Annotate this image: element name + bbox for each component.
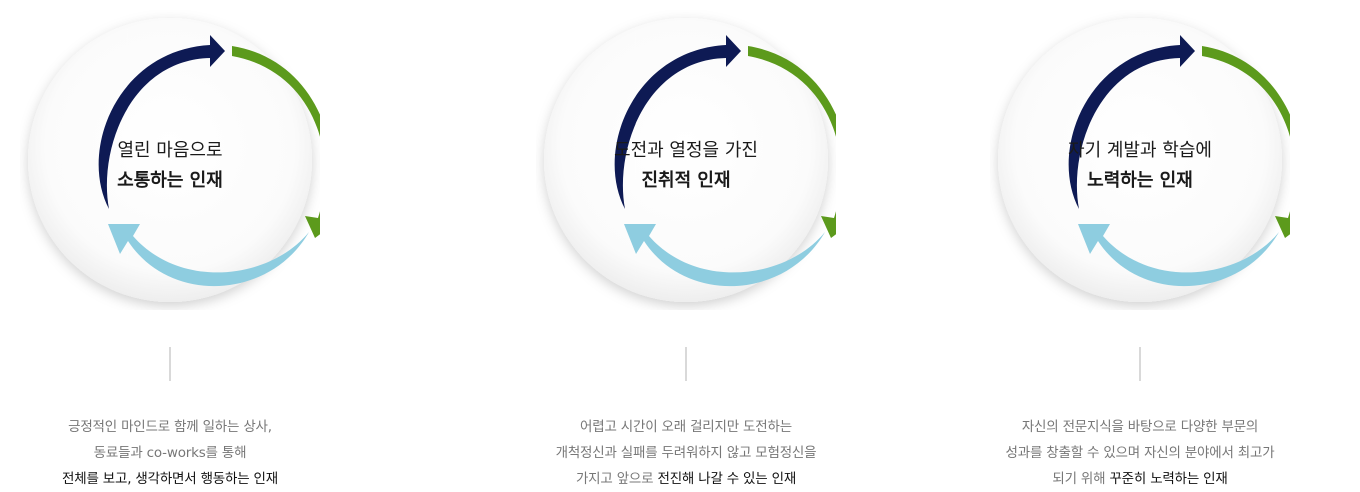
- talent-card-3: 자기 계발과 학습에 노력하는 인재 자신의 전문지식을 바탕으로 다양한 부문…: [970, 0, 1310, 492]
- circle-title: 열린 마음으로 소통하는 인재: [20, 136, 320, 196]
- desc-line-2: 동료들과 co-works를 통해: [93, 445, 247, 461]
- circle-title: 도전과 열정을 가진 진취적 인재: [536, 136, 836, 196]
- talent-card-2: 도전과 열정을 가진 진취적 인재 어렵고 시간이 오래 걸리지만 도전하는 개…: [516, 0, 856, 492]
- description: 긍정적인 마인드로 함께 일하는 상사, 동료들과 co-works를 통해 전…: [0, 414, 340, 492]
- desc-line-3-strong: 전체를 보고, 생각하면서 행동하는 인재: [62, 471, 278, 487]
- divider: [685, 347, 687, 381]
- desc-line-3: 전체를 보고, 생각하면서 행동하는 인재: [0, 466, 340, 492]
- description: 자신의 전문지식을 바탕으로 다양한 부문의 성과를 창출할 수 있으며 자신의…: [970, 414, 1310, 492]
- desc-line-1: 어렵고 시간이 오래 걸리지만 도전하는: [580, 419, 792, 435]
- divider: [1139, 347, 1141, 381]
- cycle-arrows-icon: [28, 18, 320, 302]
- circle-title: 자기 계발과 학습에 노력하는 인재: [990, 136, 1290, 196]
- desc-line-3: 가지고 앞으로 전진해 나갈 수 있는 인재: [516, 466, 856, 492]
- desc-line-1: 긍정적인 마인드로 함께 일하는 상사,: [68, 419, 272, 435]
- cycle-arrows-icon: [998, 18, 1290, 302]
- cycle-arrows-icon: [544, 18, 836, 302]
- cycle-badge: 도전과 열정을 가진 진취적 인재: [536, 10, 836, 310]
- desc-line-3-plain: 되기 위해: [1052, 471, 1110, 487]
- description: 어렵고 시간이 오래 걸리지만 도전하는 개척정신과 실패를 두려워하지 않고 …: [516, 414, 856, 492]
- desc-line-3-plain: 가지고 앞으로: [575, 471, 658, 487]
- cycle-badge: 자기 계발과 학습에 노력하는 인재: [990, 10, 1290, 310]
- talent-card-1: 열린 마음으로 소통하는 인재 긍정적인 마인드로 함께 일하는 상사, 동료들…: [0, 0, 340, 492]
- title-line-2: 진취적 인재: [641, 170, 731, 191]
- desc-line-3-strong: 꾸준히 노력하는 인재: [1109, 471, 1228, 487]
- title-line-2: 소통하는 인재: [117, 170, 223, 191]
- desc-line-2: 성과를 창출할 수 있으며 자신의 분야에서 최고가: [1005, 445, 1275, 461]
- title-line-1: 열린 마음으로: [117, 140, 223, 161]
- desc-line-2: 개척정신과 실패를 두려워하지 않고 모험정신을: [555, 445, 817, 461]
- title-line-1: 자기 계발과 학습에: [1068, 140, 1212, 161]
- cycle-badge: 열린 마음으로 소통하는 인재: [20, 10, 320, 310]
- title-line-1: 도전과 열정을 가진: [614, 140, 758, 161]
- desc-line-3: 되기 위해 꾸준히 노력하는 인재: [970, 466, 1310, 492]
- divider: [169, 347, 171, 381]
- title-line-2: 노력하는 인재: [1087, 170, 1193, 191]
- desc-line-1: 자신의 전문지식을 바탕으로 다양한 부문의: [1021, 419, 1259, 435]
- desc-line-3-strong: 전진해 나갈 수 있는 인재: [657, 471, 797, 487]
